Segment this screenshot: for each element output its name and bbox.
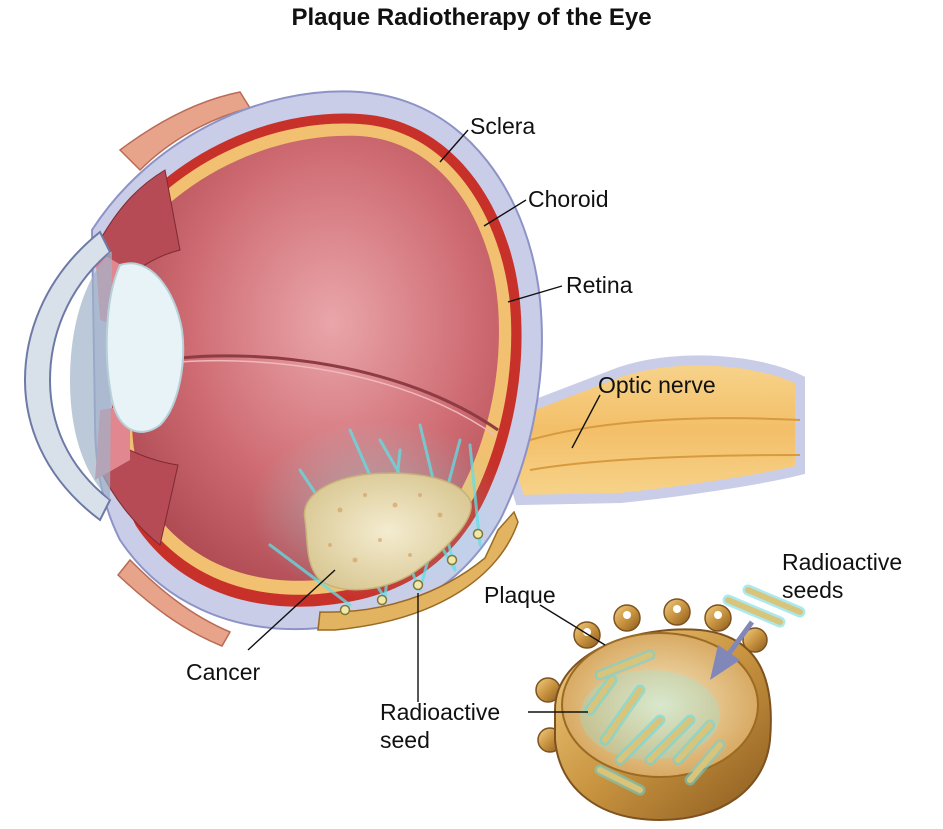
plaque-cup xyxy=(536,599,771,820)
label-radioactive-seed-line1: Radioactive xyxy=(380,699,500,725)
label-optic-nerve: Optic nerve xyxy=(598,372,716,398)
label-cancer: Cancer xyxy=(186,659,260,685)
label-radioactive-seed-line2: seed xyxy=(380,727,430,753)
label-sclera: Sclera xyxy=(470,113,535,139)
label-plaque: Plaque xyxy=(484,582,556,608)
label-retina: Retina xyxy=(566,272,633,298)
label-radioactive-seeds-line2: seeds xyxy=(782,577,843,603)
label-radioactive-seeds-line1: Radioactive xyxy=(782,549,902,575)
label-choroid: Choroid xyxy=(528,186,609,212)
